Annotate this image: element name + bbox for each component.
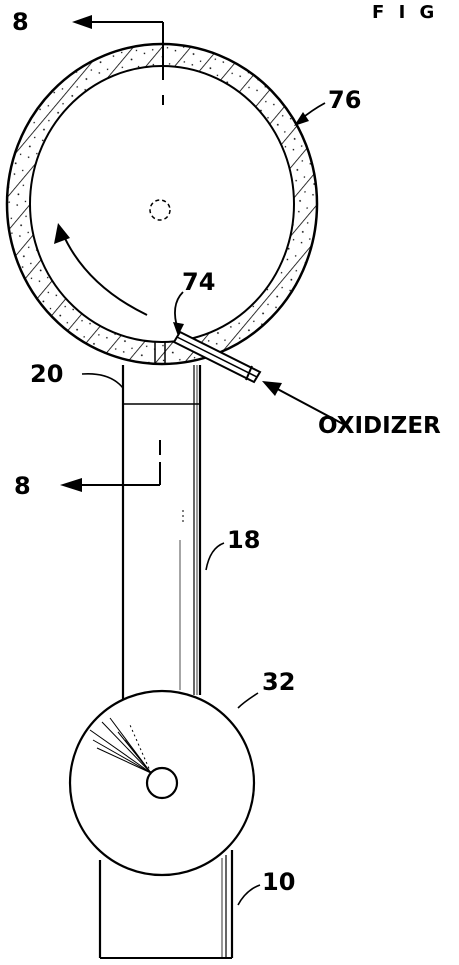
leader-20 [81,372,124,389]
leader-32 [237,692,259,709]
refractory-ring [5,42,319,366]
label-duct-top-20: 20 [30,360,63,388]
leader-10 [237,884,261,906]
label-ring-76: 76 [328,86,361,114]
label-section-top: 8 [12,8,29,36]
label-duct-18: 18 [227,526,260,554]
label-fan-32: 32 [262,668,295,696]
duct [121,365,202,712]
rotation-arrow [54,223,148,316]
section-line-top [72,15,164,105]
section-line-bottom [60,440,161,492]
oxidizer-nozzle [172,330,262,384]
inlet-pipe [98,850,234,959]
label-inlet-10: 10 [262,868,295,896]
label-section-bottom: 8 [14,472,31,500]
fan-housing [68,689,256,877]
label-figure-header: F I G [372,2,438,23]
leader-18 [205,542,225,571]
label-nozzle-74: 74 [182,268,215,296]
oxidizer-arrow [262,381,346,426]
ring-center-marker [149,199,171,221]
label-oxidizer: OXIDIZER [318,413,441,439]
